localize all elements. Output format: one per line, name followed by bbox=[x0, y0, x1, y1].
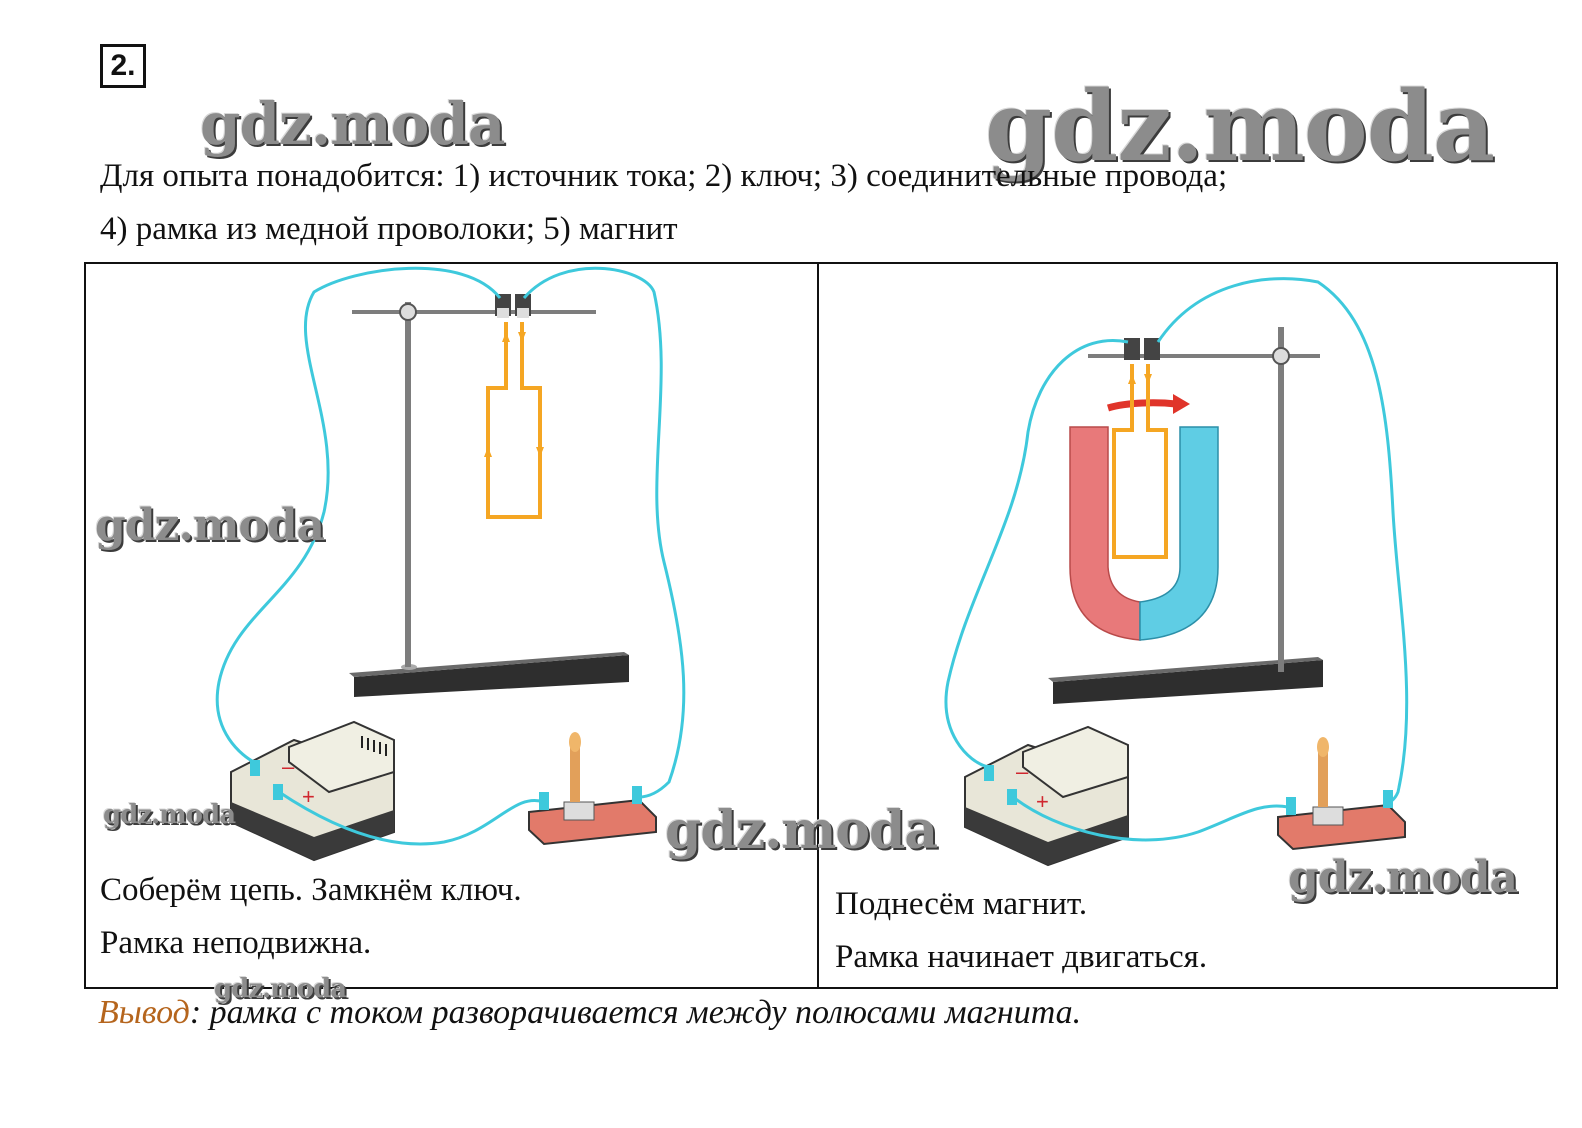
left-caption-line-1: Соберём цепь. Замкнём ключ. bbox=[100, 872, 522, 908]
stand-rod bbox=[1278, 327, 1284, 672]
wire-frame bbox=[486, 322, 542, 519]
experiment-panels bbox=[84, 262, 1558, 989]
connecting-wire bbox=[944, 339, 1129, 769]
right-caption-line-1: Поднесём магнит. bbox=[835, 886, 1088, 922]
magnet-north bbox=[1069, 426, 1141, 641]
watermark: gdz.moda bbox=[95, 500, 325, 551]
conclusion-text: : рамка с током разворачивается между по… bbox=[189, 994, 1082, 1031]
connecting-wire bbox=[1156, 277, 1409, 804]
stand-base bbox=[1053, 660, 1323, 704]
watermark: gdz.moda bbox=[665, 800, 938, 861]
wire-frame bbox=[1112, 364, 1168, 559]
battery-minus-label: – bbox=[1016, 759, 1029, 784]
conclusion-lead: Вывод bbox=[98, 994, 190, 1031]
watermark: gdz.moda bbox=[1288, 852, 1518, 903]
magnet-south bbox=[1139, 426, 1219, 641]
battery-plus-label: + bbox=[302, 784, 315, 809]
connecting-wire bbox=[215, 266, 502, 764]
left-caption-line-2: Рамка неподвижна. bbox=[100, 925, 372, 961]
left-circuit-illustration: – + bbox=[215, 266, 686, 862]
conclusion: Вывод: рамка с током разворачивается меж… bbox=[98, 994, 1081, 1032]
intro-line-2: 4) рамка из медной проволоки; 5) магнит bbox=[100, 211, 678, 247]
connecting-wire bbox=[1012, 795, 1289, 842]
panel-divider bbox=[817, 262, 819, 989]
watermark: gdz.moda bbox=[985, 70, 1495, 183]
watermark: gdz.moda bbox=[214, 974, 347, 1004]
stand-rod bbox=[405, 302, 411, 667]
task-number: 2. bbox=[100, 44, 146, 88]
intro-line-1: Для опыта понадобится: 1) источник тока;… bbox=[100, 158, 1228, 194]
watermark: gdz.moda bbox=[103, 800, 236, 830]
battery-plus-label: + bbox=[1036, 789, 1049, 814]
stand-base bbox=[354, 655, 629, 697]
right-circuit-illustration: – + bbox=[944, 277, 1409, 867]
connecting-wire bbox=[278, 790, 545, 846]
battery-minus-label: – bbox=[282, 754, 295, 779]
right-caption-line-2: Рамка начинает двигаться. bbox=[835, 939, 1208, 975]
motion-arrow bbox=[1106, 399, 1177, 412]
connecting-wire bbox=[522, 266, 686, 799]
watermark: gdz.moda bbox=[200, 90, 505, 158]
